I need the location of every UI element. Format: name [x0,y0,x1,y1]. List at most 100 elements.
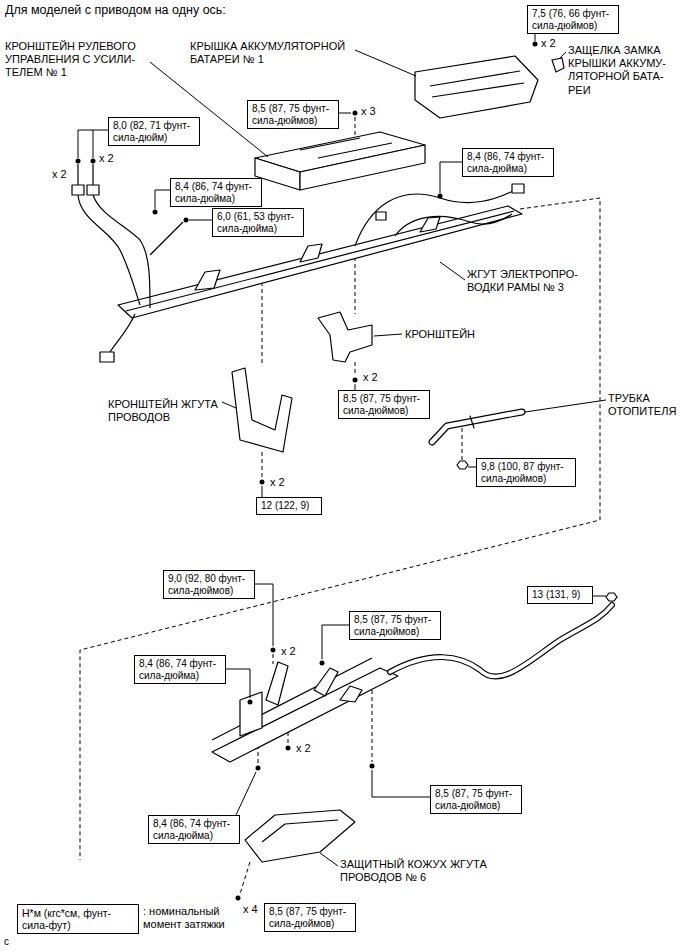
cover-latch [552,58,564,72]
battery-cover [415,56,538,118]
torque-box: 9,0 (92, 80 фунт- сила-дюймов) [163,570,255,599]
dashed-assembly-line [262,452,263,478]
frame-wire-harness [355,190,515,246]
part-name: КРОНШТЕЙН [405,328,475,341]
torque-value: 9,0 (92, 80 фунт- сила-дюймов) [168,573,250,596]
quantity-mark: x 2 [541,37,556,50]
legend-note: : номинальный момент затяжки [143,905,241,931]
torque-box: 9,8 (100, 87 фунт- сила-дюймов) [476,458,576,487]
legend-text: Н*м (кгс*см, фунт- сила-фут) [22,907,134,931]
bolt-dot [353,111,358,116]
nut [457,461,468,469]
torque-box: 8,4 (86, 74 фунт- сила-дюйма) [148,815,240,844]
frame-wire-harness [420,217,440,232]
quantity-mark: x 2 [99,152,114,165]
bolt-dot [271,648,276,653]
leader-line [440,162,462,193]
steering-bracket [300,138,392,158]
lower-frame-harness [212,668,398,762]
quantity-mark: x 2 [52,168,67,181]
leader-line [440,262,465,280]
battery-cover [430,71,524,97]
leader-line [226,669,250,698]
bolt-dot [153,210,158,215]
frame-wire-harness [376,212,386,220]
frame-wire-harness [195,270,220,290]
bolt-dot [184,218,189,223]
frame-wire-harness [512,184,524,193]
bolt-dot [248,700,253,705]
protective-cover [245,810,355,862]
quantity-mark: x 2 [296,742,311,755]
torque-value: 12 (122, 9) [261,500,317,512]
dashed-assembly-line [355,362,356,376]
diagram-title: Для моделей с приводом на одну ось: [5,3,405,18]
frame-wire-harness [300,244,322,262]
bolt-dot [91,159,96,164]
part-name: ЗАЩЕЛКА ЗАМКА КРЫШКИ АККУМУ- ЛЯТОРНОЙ БА… [568,44,682,97]
frame-wire-harness [395,214,512,236]
lower-frame-harness [212,658,372,740]
leader-line [255,584,273,646]
torque-value: 8,4 (86, 74 фунт- сила-дюйма) [139,658,221,681]
leader-line [189,220,212,221]
frame-wire-harness [110,314,135,352]
quantity-mark: x 2 [363,371,378,384]
leader-line [468,467,476,468]
leader-line [320,853,338,866]
bolt-dot [286,746,291,751]
frame-wire-harness [72,185,84,195]
leader-line [236,772,256,815]
bolt-dot [438,194,443,199]
protective-cover [245,810,355,862]
leader-line [560,52,566,58]
cover-latch [552,58,564,72]
torque-box: 8,4 (86, 74 фунт- сила-дюйма) [134,655,226,684]
nut [457,461,617,601]
torque-value: 8,5 (87, 75 фунт- сила-дюймов) [269,906,351,929]
part-name: КРОНШТЕЙН РУЛЕВОГО УПРАВЛЕНИЯ С УСИЛИ- Т… [5,40,157,80]
bracket [318,312,372,362]
torque-value: 8,5 (87, 75 фунт- сила-дюймов) [435,788,517,811]
bolt-dot [76,159,81,164]
dashed-assembly-line [462,428,463,461]
torque-value: 8,5 (87, 75 фунт- сила-дюймов) [252,103,334,126]
leader-line [593,596,606,597]
heater-tube [432,412,522,442]
frame-wire-harness [126,211,514,311]
torque-box: 6,0 (61, 53 фунт- сила-дюйма) [212,208,304,237]
part-name: ЖГУТ ЭЛЕКТРОПРО- ВОДКИ РАМЫ № 3 [467,268,599,294]
part-name: ТРУБКА ОТОПИТЕЛЯ [608,392,686,418]
leader-line [535,33,536,41]
leader-line [372,770,430,797]
leader-line [155,190,170,209]
frame-wire-harness [150,222,183,255]
frame-wire-harness [78,164,93,185]
part-name: КРЫШКА АККУМУЛЯТОРНОЙ БАТАРЕИ № 1 [190,40,368,66]
torque-value: 8,0 (82, 71 фунт- сила-дюйм) [113,120,195,143]
torque-box: 8,4 (86, 74 фунт- сила-дюйма) [462,148,554,177]
torque-value: 7,5 (76, 66 фунт- сила-дюймов) [532,8,614,31]
protective-cover [262,820,338,842]
steering-bracket [255,132,425,190]
torque-value: 13 (131, 9) [532,589,588,601]
bolt-dot [236,896,241,901]
torque-value: 8,4 (86, 74 фунт- сила-дюйма) [467,151,549,174]
torque-box: 8,5 (87, 75 фунт- сила-дюймов) [247,100,339,129]
torque-box: 8,0 (82, 71 фунт- сила-дюйм) [108,117,200,146]
frame-wire-harness [118,206,522,318]
bolt-dot [370,764,375,769]
dashed-assembly-line [80,117,600,894]
torque-box: 8,5 (87, 75 фунт- сила-дюймов) [349,611,441,640]
harness-bracket [232,368,292,452]
lower-frame-harness [212,658,398,762]
torque-box: 8,5 (87, 75 фунт- сила-дюймов) [430,785,522,814]
lower-frame-harness [314,668,338,696]
torque-box: 8,5 (87, 75 фунт- сила-дюймов) [338,390,430,419]
torque-box: 7,5 (76, 66 фунт- сила-дюймов) [527,5,619,34]
part-name: ЗАЩИТНЫЙ КОЖУХ ЖГУТА ПРОВОДОВ № 6 [340,858,512,884]
part-name: КРОНШТЕЙН ЖГУТА ПРОВОДОВ [108,398,230,424]
leader-line [525,400,606,412]
